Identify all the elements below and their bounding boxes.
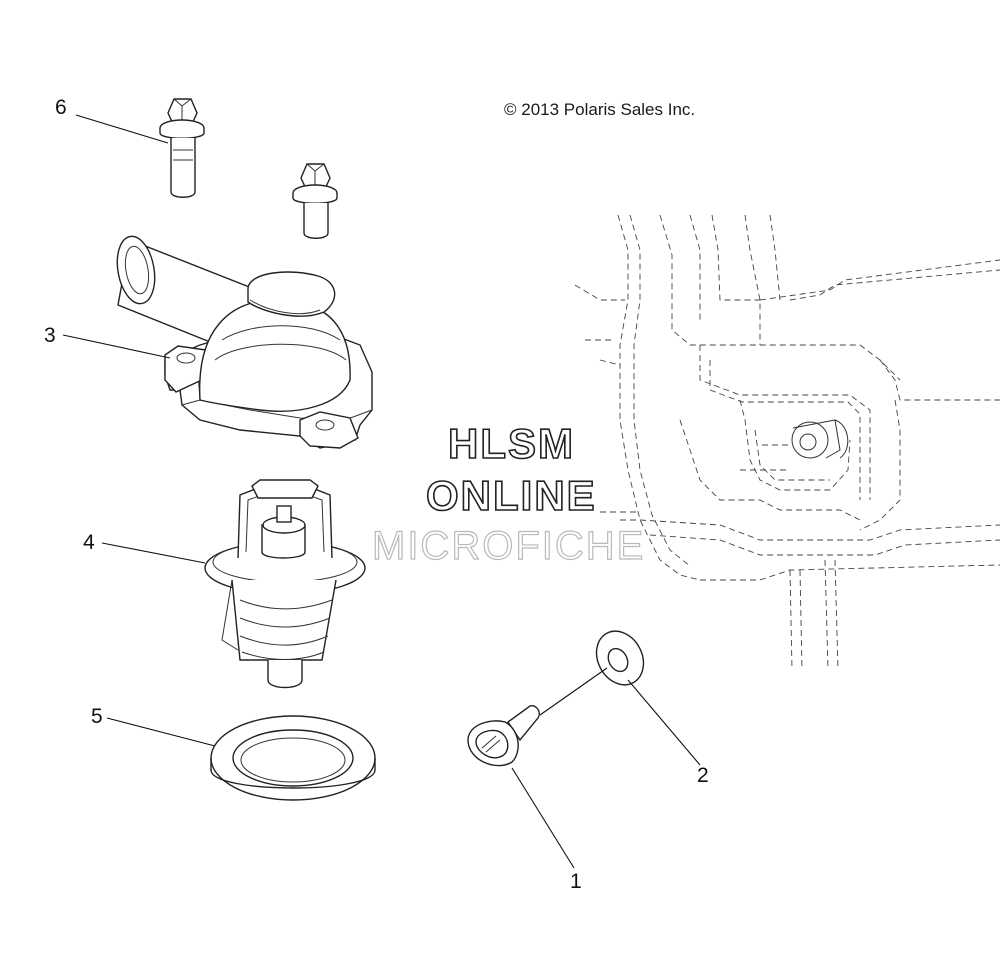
callout-5: 5 <box>91 705 103 728</box>
washer-bolt-axis <box>539 667 608 716</box>
thermostat-part-4 <box>204 479 366 689</box>
copyright-text: © 2013 Polaris Sales Inc. <box>504 100 696 119</box>
leader-4 <box>101 542 206 564</box>
callout-6: 6 <box>55 96 67 119</box>
gasket-part-5 <box>210 715 376 801</box>
leader-1 <box>511 767 575 869</box>
engine-housing-outline <box>574 214 1000 671</box>
bolt-part-6 <box>159 98 205 198</box>
watermark-line-2: ONLINE <box>425 471 597 520</box>
leader-2 <box>627 679 701 766</box>
housing-boss <box>791 419 849 459</box>
leader-6 <box>75 114 169 144</box>
washer-part-2 <box>595 630 645 686</box>
bolt-part-6-second <box>292 163 338 239</box>
watermark-line-1: HLSM <box>447 419 575 468</box>
callout-3: 3 <box>44 324 56 347</box>
thermostat-housing-part-3 <box>116 235 373 449</box>
leader-3 <box>62 334 171 359</box>
callout-1: 1 <box>570 870 582 893</box>
leader-5 <box>106 717 216 747</box>
watermark-line-3: MICROFICHE <box>371 523 646 568</box>
callout-2: 2 <box>697 764 709 787</box>
callout-4: 4 <box>83 531 95 554</box>
leader-lines <box>62 114 701 869</box>
bolt-part-1 <box>467 705 540 767</box>
